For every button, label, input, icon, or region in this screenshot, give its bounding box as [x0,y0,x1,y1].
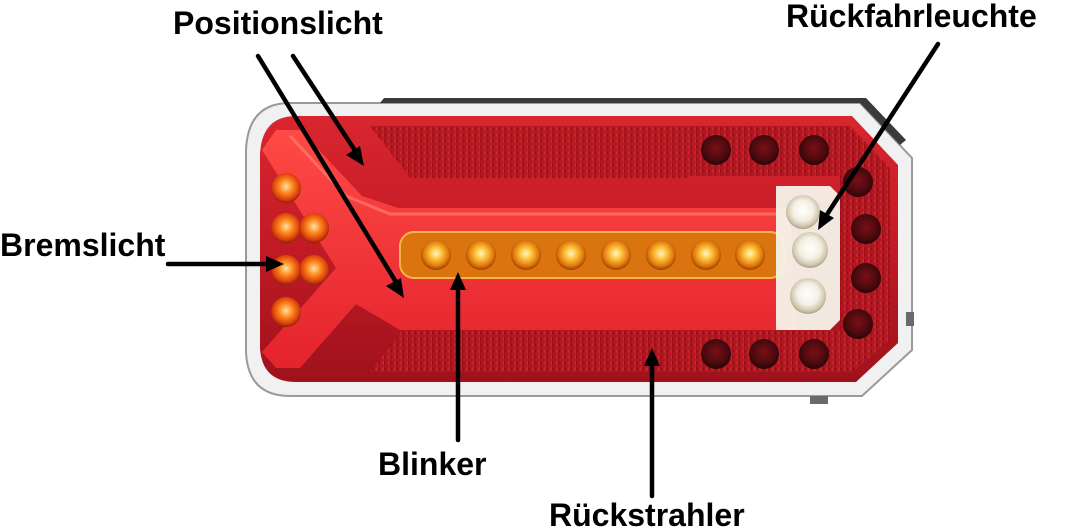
label-brake-light: Bremslicht [0,227,166,263]
reflector-dot [749,135,779,165]
label-indicator: Blinker [378,446,486,482]
reflector-dot [843,309,873,339]
indicator-led [691,240,721,270]
reflector-dot [701,135,731,165]
indicator-led [511,240,541,270]
brake-led [271,173,301,203]
indicator-led [646,240,676,270]
reflector-bottom [370,320,690,372]
indicator-led [556,240,586,270]
arrowhead-reverse-light [818,210,834,230]
indicator-strip [399,231,785,279]
arrowhead-indicator [450,272,466,290]
reflector-dot [799,135,829,165]
label-position-light: Positionslicht [173,5,383,41]
reflector-dot [851,214,881,244]
label-reflector: Rückstrahler [549,497,745,532]
mount-tab [906,312,914,326]
arrow-reverse-light [823,41,941,219]
indicator-led [601,240,631,270]
brake-led [299,213,329,243]
reverse-led [790,278,826,314]
indicator-strip-housing [399,231,785,279]
housing-back-edge [380,98,906,145]
reverse-led [792,232,828,268]
arrowhead-reflector [644,348,660,366]
brake-led [271,213,301,243]
indicator-led [466,240,496,270]
brake-led [271,255,301,285]
indicator-led [735,240,765,270]
reverse-led [786,195,820,229]
reflector-dot [701,339,731,369]
reflector-dot [749,339,779,369]
indicator-led [421,240,451,270]
arrowhead-position-light-1 [346,146,364,166]
brake-led [271,297,301,327]
brake-light-cluster [271,173,329,327]
reflector-dot [799,339,829,369]
brake-led [299,255,329,285]
mount-tab [810,396,828,404]
annotation-arrows [165,41,941,499]
arrowhead-brake-light [266,256,284,272]
arrowhead-position-light-2 [386,278,404,298]
arrow-position-light-1 [290,53,359,155]
arrow-position-light-2 [255,53,399,285]
reflector-dots [701,135,881,369]
reflector-dot [851,263,881,293]
reflector-top [370,126,690,178]
label-reverse-light: Rückfahrleuchte [786,0,1037,34]
position-light-highlight [288,134,780,216]
